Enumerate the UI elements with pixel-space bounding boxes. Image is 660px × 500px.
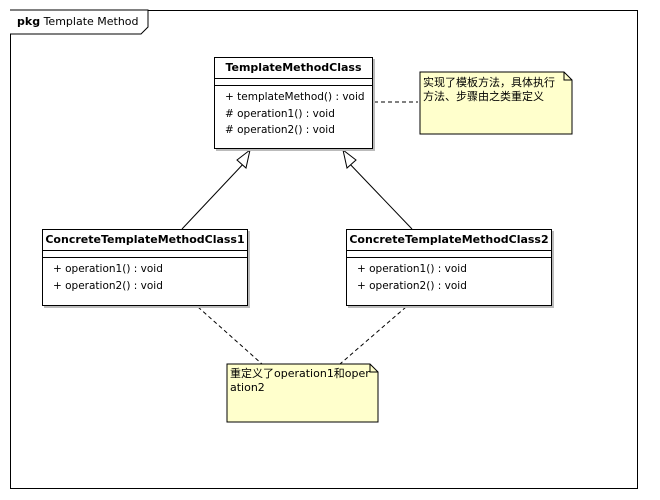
- operation: + operation2() : void: [357, 279, 467, 292]
- operation: # operation2() : void: [225, 124, 335, 136]
- generalization-line-1: [181, 160, 247, 230]
- operation: + operation1() : void: [357, 263, 467, 275]
- class-concrete-1[interactable]: ConcreteTemplateMethodClass1 + operation…: [42, 229, 248, 306]
- note-bottom-shape: [226, 363, 379, 423]
- generalization-line-2: [346, 160, 413, 230]
- generalization-arrowhead-1: [236, 148, 251, 169]
- package-tab: [10, 9, 149, 35]
- class-operations-compartment: + operation1() : void + operation2() : v…: [43, 258, 247, 294]
- note-top-shape: [419, 71, 573, 135]
- note-top-text: 实现了模板方法，具体执行方法、步骤由之类重定义: [423, 76, 555, 103]
- class-concrete-2[interactable]: ConcreteTemplateMethodClass2 + operation…: [346, 229, 552, 306]
- note-connector-left: [197, 306, 263, 365]
- class-operations-compartment: + templateMethod() : void # operation1()…: [215, 86, 372, 139]
- class-name: ConcreteTemplateMethodClass2: [347, 230, 551, 251]
- operation: + operation2() : void: [53, 279, 163, 292]
- operation: # operation1() : void: [225, 107, 335, 120]
- class-attributes-compartment: [215, 79, 372, 86]
- class-attributes-compartment: [43, 251, 247, 258]
- note-bottom-text: 重定义了operation1和operation2: [230, 367, 370, 394]
- package-keyword: pkg: [17, 15, 41, 28]
- generalization-arrowhead-2: [342, 148, 357, 169]
- class-template-method[interactable]: TemplateMethodClass + templateMethod() :…: [214, 57, 373, 149]
- class-name: TemplateMethodClass: [215, 58, 372, 79]
- operation: + templateMethod() : void: [225, 91, 365, 103]
- package-name: Template Method: [43, 15, 139, 28]
- class-attributes-compartment: [347, 251, 551, 258]
- package-label: pkg Template Method: [17, 15, 139, 28]
- class-operations-compartment: + operation1() : void + operation2() : v…: [347, 258, 551, 294]
- note-connector-right: [339, 306, 407, 365]
- package-frame: [10, 10, 638, 489]
- operation: + operation1() : void: [53, 263, 163, 275]
- class-name: ConcreteTemplateMethodClass1: [43, 230, 247, 251]
